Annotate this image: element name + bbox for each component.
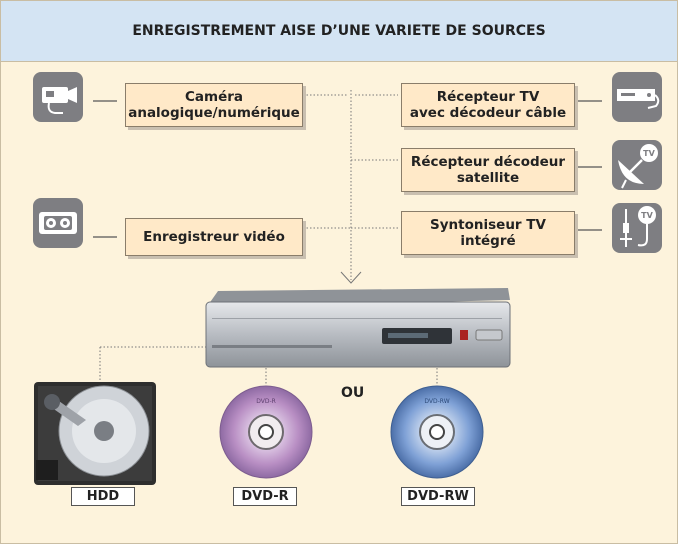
- label-line: Récepteur décodeur: [410, 154, 566, 170]
- dvd-rw-disc-print: DVD-RW: [424, 398, 449, 405]
- dvd-r-label: DVD-R: [233, 487, 297, 506]
- label-line: satellite: [456, 170, 520, 186]
- dvd-rw-label: DVD-RW: [401, 487, 475, 506]
- dvd-r-disc-print: DVD-R: [256, 398, 276, 405]
- label-line: Syntoniseur TV: [430, 217, 546, 233]
- label-line: Récepteur TV: [436, 89, 540, 105]
- videocassette-icon: [33, 198, 83, 248]
- svg-text:TV: TV: [643, 149, 655, 158]
- label-integrated-tv-tuner: Syntoniseur TV intégré: [401, 211, 575, 255]
- label-line: avec décodeur câble: [409, 105, 567, 121]
- label-line: Enregistreur vidéo: [143, 229, 285, 245]
- or-separator: OU: [341, 385, 365, 401]
- svg-text:TV: TV: [641, 211, 653, 220]
- label-line: analogique/numérique: [128, 105, 300, 121]
- label-cable-tv-receiver: Récepteur TV avec décodeur câble: [401, 83, 575, 127]
- antenna-tv-icon: TV: [612, 203, 662, 253]
- cable-receiver-icon: [612, 72, 662, 122]
- label-line: intégré: [460, 233, 516, 249]
- label-line: Caméra: [184, 89, 243, 105]
- diagram-title: ENREGISTREMENT AISE D’UNE VARIETE DE SOU…: [132, 23, 546, 39]
- label-video-recorder: Enregistreur vidéo: [125, 218, 303, 256]
- hdd-label: HDD: [71, 487, 135, 506]
- header-band: ENREGISTREMENT AISE D’UNE VARIETE DE SOU…: [1, 1, 677, 62]
- label-analog-digital-camera: Caméra analogique/numérique: [125, 83, 303, 127]
- video-camera-icon: [33, 72, 83, 122]
- satellite-dish-tv-icon: TV: [612, 140, 662, 190]
- label-satellite-receiver: Récepteur décodeur satellite: [401, 148, 575, 192]
